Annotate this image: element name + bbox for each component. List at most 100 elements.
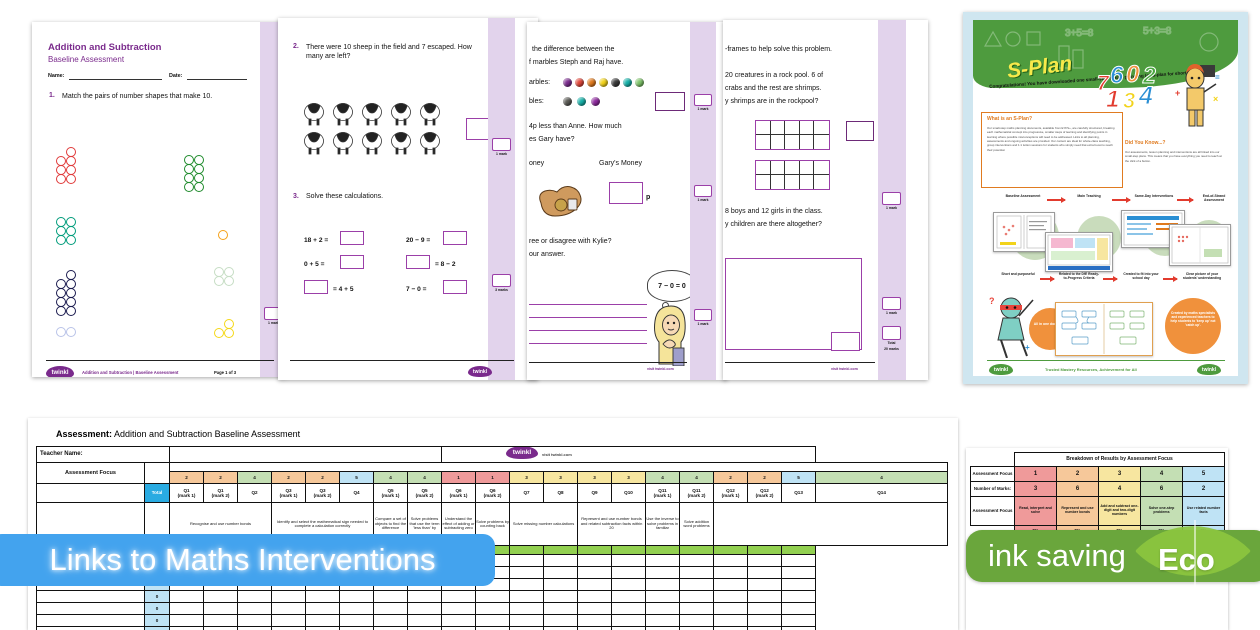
mark-box-q6[interactable] xyxy=(694,309,712,321)
mark-cell[interactable] xyxy=(169,614,205,627)
mark-cell[interactable] xyxy=(441,626,477,630)
mark-cell[interactable] xyxy=(543,566,579,579)
ten-frame-1[interactable] xyxy=(755,120,830,150)
mark-cell[interactable] xyxy=(475,590,511,603)
calc-5-box[interactable] xyxy=(304,280,328,294)
mark-cell[interactable] xyxy=(747,590,783,603)
calc-2-box[interactable] xyxy=(443,231,467,245)
mark-cell[interactable] xyxy=(339,590,375,603)
table-row[interactable]: 0 xyxy=(36,590,948,603)
mark-cell[interactable] xyxy=(305,626,341,630)
mark-box-total[interactable] xyxy=(882,326,901,340)
mark-box-q9[interactable] xyxy=(882,297,901,310)
answer-line[interactable] xyxy=(529,304,647,305)
mark-cell[interactable] xyxy=(305,602,341,615)
student-name-cell[interactable] xyxy=(36,602,145,615)
mark-cell[interactable] xyxy=(611,614,647,627)
mark-cell[interactable] xyxy=(543,578,579,591)
mark-cell[interactable] xyxy=(509,566,545,579)
mark-cell[interactable] xyxy=(373,614,409,627)
mark-cell[interactable] xyxy=(713,566,749,579)
mark-cell[interactable] xyxy=(543,554,579,567)
mark-cell[interactable] xyxy=(747,626,783,630)
mark-cell[interactable] xyxy=(475,614,511,627)
mark-cell[interactable] xyxy=(441,590,477,603)
mark-cell[interactable] xyxy=(543,602,579,615)
mark-cell[interactable] xyxy=(781,566,817,579)
mark-cell[interactable] xyxy=(611,578,647,591)
table-row[interactable]: 0 xyxy=(36,626,948,630)
mark-cell[interactable] xyxy=(679,614,715,627)
mark-cell[interactable] xyxy=(509,614,545,627)
mark-cell[interactable] xyxy=(577,626,613,630)
mark-cell[interactable] xyxy=(781,626,817,630)
mark-cell[interactable] xyxy=(645,590,681,603)
mark-cell[interactable] xyxy=(645,554,681,567)
mark-cell[interactable] xyxy=(679,626,715,630)
mark-cell[interactable] xyxy=(509,626,545,630)
calc-1-box[interactable] xyxy=(340,231,364,245)
mark-box-q5[interactable] xyxy=(694,185,712,197)
mark-cell[interactable] xyxy=(169,602,205,615)
mark-cell[interactable] xyxy=(203,614,239,627)
mark-cell[interactable] xyxy=(543,590,579,603)
calc-4-box[interactable] xyxy=(406,255,430,269)
answer-line[interactable] xyxy=(529,330,647,331)
mark-cell[interactable] xyxy=(577,602,613,615)
mark-cell[interactable] xyxy=(713,590,749,603)
mark-cell[interactable] xyxy=(169,626,205,630)
table-row[interactable]: 0 xyxy=(36,602,948,615)
mark-cell[interactable] xyxy=(407,626,443,630)
mark-cell[interactable] xyxy=(611,626,647,630)
answer-line[interactable] xyxy=(529,343,647,344)
mark-cell[interactable] xyxy=(407,602,443,615)
mark-cell[interactable] xyxy=(271,590,307,603)
mark-cell[interactable] xyxy=(577,590,613,603)
mark-cell[interactable] xyxy=(679,554,715,567)
mark-cell[interactable] xyxy=(237,602,273,615)
mark-cell[interactable] xyxy=(373,626,409,630)
mark-cell[interactable] xyxy=(781,602,817,615)
mark-cell[interactable] xyxy=(781,614,817,627)
mark-cell[interactable] xyxy=(679,590,715,603)
garys-money-box[interactable] xyxy=(609,182,643,204)
mark-cell[interactable] xyxy=(237,626,273,630)
mark-cell[interactable] xyxy=(645,614,681,627)
mark-cell[interactable] xyxy=(679,578,715,591)
mark-cell[interactable] xyxy=(271,602,307,615)
mark-cell[interactable] xyxy=(509,602,545,615)
mark-cell[interactable] xyxy=(713,614,749,627)
mark-box-q2[interactable] xyxy=(492,138,511,151)
student-name-cell[interactable] xyxy=(36,614,145,627)
teacher-name-input[interactable] xyxy=(169,446,443,463)
mark-cell[interactable] xyxy=(577,566,613,579)
mark-cell[interactable] xyxy=(203,602,239,615)
mark-cell[interactable] xyxy=(577,578,613,591)
mark-cell[interactable] xyxy=(339,602,375,615)
q9-answer-box[interactable] xyxy=(831,332,860,351)
mark-cell[interactable] xyxy=(611,602,647,615)
calc-3-box[interactable] xyxy=(340,255,364,269)
mark-cell[interactable] xyxy=(203,626,239,630)
mark-cell[interactable] xyxy=(509,590,545,603)
mark-box-q8[interactable] xyxy=(882,192,901,205)
mark-cell[interactable] xyxy=(509,578,545,591)
mark-cell[interactable] xyxy=(271,614,307,627)
mark-cell[interactable] xyxy=(543,626,579,630)
mark-cell[interactable] xyxy=(747,554,783,567)
mark-cell[interactable] xyxy=(237,614,273,627)
calc-6-box[interactable] xyxy=(443,280,467,294)
mark-cell[interactable] xyxy=(781,590,817,603)
mark-cell[interactable] xyxy=(611,590,647,603)
mark-cell[interactable] xyxy=(679,566,715,579)
mark-cell[interactable] xyxy=(441,602,477,615)
mark-cell[interactable] xyxy=(271,626,307,630)
mark-cell[interactable] xyxy=(645,566,681,579)
mark-cell[interactable] xyxy=(747,614,783,627)
ten-frame-2[interactable] xyxy=(755,160,830,190)
mark-box-q3a[interactable] xyxy=(492,274,511,287)
mark-cell[interactable] xyxy=(475,602,511,615)
mark-cell[interactable] xyxy=(679,602,715,615)
teacher-name-row[interactable]: Teacher Name: xyxy=(35,446,948,463)
mark-box-q4[interactable] xyxy=(694,94,712,106)
